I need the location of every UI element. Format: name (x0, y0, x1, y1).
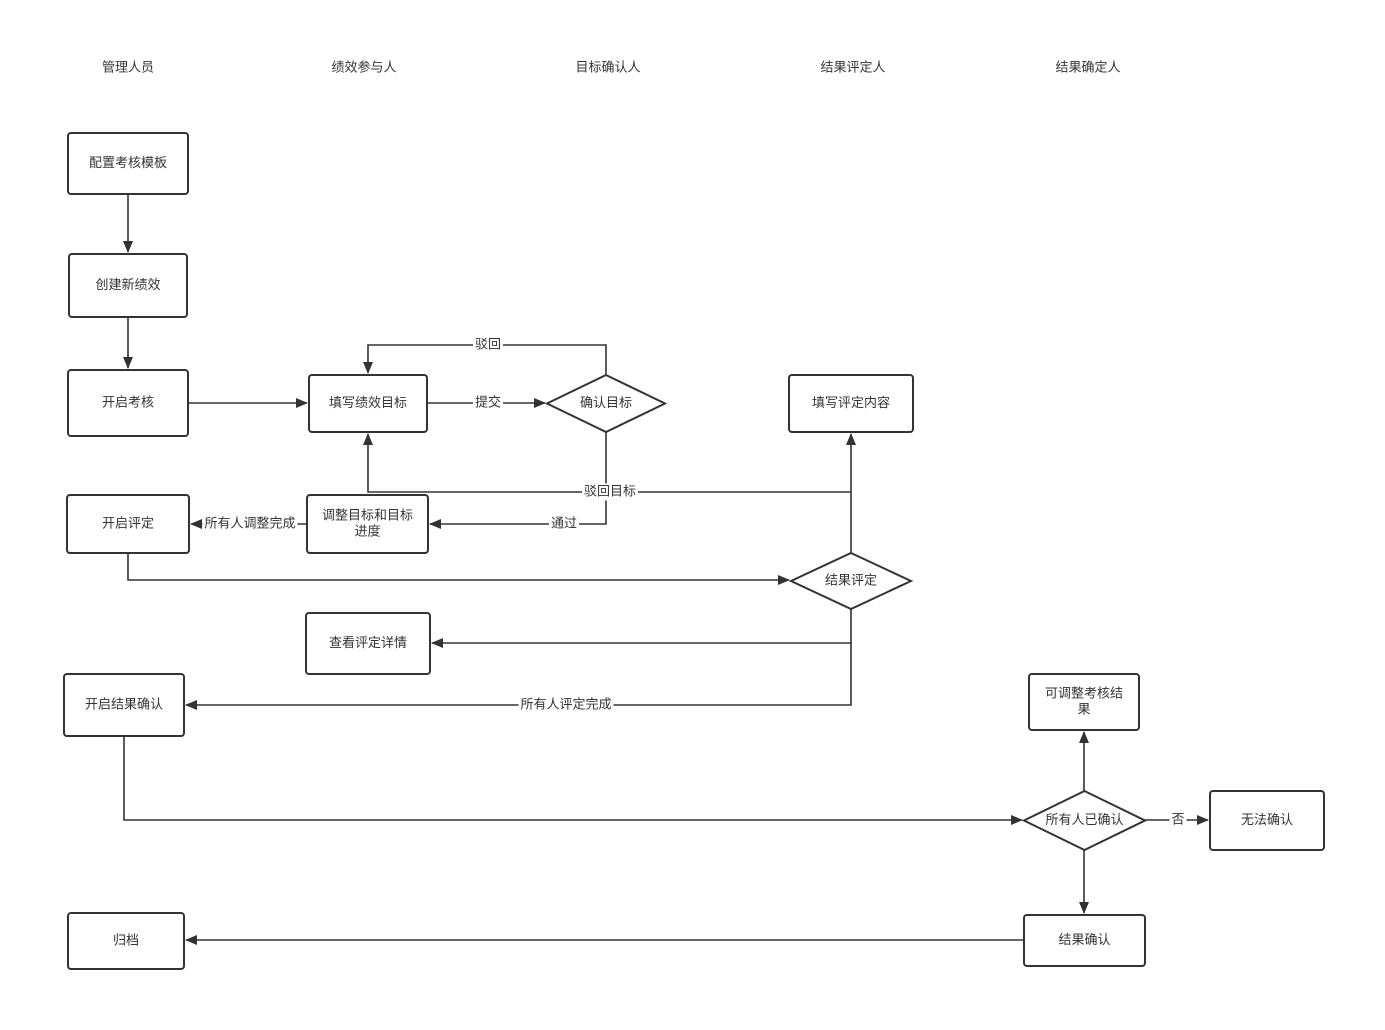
edge-label-e5: 驳回 (472, 336, 504, 354)
node-label: 填写评定内容 (812, 395, 890, 411)
node-n5[interactable]: 确认目标 (544, 373, 668, 434)
process-box (67, 912, 185, 970)
node-n1[interactable]: 配置考核模板 (67, 132, 189, 195)
edge-label-background (472, 336, 504, 354)
edge-label-background (581, 483, 639, 501)
swimlane-headers: 管理人员 绩效参与人 目标确认人 结果评定人 结果确定人 (102, 60, 1121, 76)
edge-n9-to-n4 (363, 433, 851, 493)
edge-label-e15: 否 (1169, 811, 1187, 829)
process-box (788, 374, 914, 433)
edge-label-text: 驳回 (475, 338, 501, 353)
edges (123, 194, 1209, 945)
decision-diamond (1021, 789, 1148, 852)
process-box (67, 132, 189, 195)
edge-label-e10: 驳回目标 (581, 483, 639, 501)
node-label: 开启考核 (102, 396, 154, 411)
node-label: 填写绩效目标 (329, 396, 407, 411)
process-box (63, 673, 185, 737)
process-box (308, 374, 428, 433)
edge-label-text: 驳回目标 (584, 485, 636, 500)
edge-label-text: 提交 (475, 395, 501, 411)
node-label: 结果评定 (825, 574, 877, 589)
edge-label-background (548, 515, 580, 533)
node-n13[interactable]: 所有人已确认 (1021, 789, 1148, 852)
decision-diamond (544, 373, 668, 434)
edge-label-background (518, 696, 614, 714)
edge-label-text: 所有人评定完成 (520, 698, 611, 713)
process-box (1023, 914, 1146, 967)
edge-label-text: 通过 (551, 517, 577, 532)
node-n4[interactable]: 填写绩效目标 (308, 374, 428, 433)
node-label: 调整目标和目标 (322, 509, 413, 524)
node-n11[interactable]: 开启结果确认 (63, 673, 185, 737)
lane-header-result-evaluator: 结果评定人 (820, 61, 885, 76)
node-n2[interactable]: 创建新绩效 (68, 253, 188, 318)
node-label: 开启评定 (102, 517, 154, 532)
edge-n9-to-n11 (185, 643, 852, 710)
node-label: 创建新绩效 (95, 277, 160, 293)
process-box (68, 253, 188, 318)
node-n10[interactable]: 查看评定详情 (305, 612, 431, 675)
edge-label-background (472, 393, 504, 412)
node-label: 归档 (113, 934, 139, 949)
node-n16[interactable]: 归档 (67, 912, 185, 970)
process-box (305, 612, 431, 675)
edge-label-e4: 提交 (472, 393, 504, 412)
edge-n11-to-n13 (123, 736, 1023, 825)
edge-n5-to-n8 (429, 432, 607, 529)
node-label: 可调整考核结 (1045, 687, 1123, 702)
node-label: 开启结果确认 (85, 698, 163, 713)
node-label: 查看评定详情 (329, 635, 407, 651)
lane-header-admin: 管理人员 (102, 61, 154, 76)
edge-label-text: 所有人调整完成 (204, 517, 295, 532)
node-n7[interactable]: 开启评定 (66, 494, 190, 554)
node-n14[interactable]: 无法确认 (1209, 790, 1325, 851)
process-box (1209, 790, 1325, 851)
node-label: 无法确认 (1241, 813, 1293, 828)
node-label: 所有人已确认 (1045, 813, 1123, 828)
process-box (67, 369, 189, 437)
node-n15[interactable]: 结果确认 (1023, 914, 1146, 967)
edge-n7-to-n9 (127, 553, 790, 585)
node-label: 配置考核模板 (89, 156, 167, 171)
node-label: 果 (1077, 703, 1090, 718)
decision-diamond (788, 551, 914, 611)
node-n3[interactable]: 开启考核 (67, 369, 189, 437)
edge-label-background (202, 515, 298, 533)
lane-header-participant: 绩效参与人 (331, 60, 396, 76)
process-box (66, 494, 190, 554)
node-n6[interactable]: 填写评定内容 (788, 374, 914, 433)
lane-header-goal-confirmer: 目标确认人 (575, 61, 640, 76)
lane-header-result-confirmer: 结果确定人 (1055, 61, 1120, 76)
node-label: 结果确认 (1058, 933, 1110, 948)
process-box (306, 494, 429, 554)
edge-label-e12: 所有人评定完成 (518, 696, 614, 714)
edge-label-e7: 所有人调整完成 (202, 515, 298, 533)
edge-n9-to-n10 (431, 609, 852, 648)
node-label: 进度 (354, 524, 380, 540)
edge-label-text: 否 (1171, 813, 1184, 828)
node-label: 确认目标 (580, 396, 632, 411)
node-n9[interactable]: 结果评定 (788, 551, 914, 611)
edge-label-e6: 通过 (548, 515, 580, 533)
process-box (1028, 673, 1140, 731)
edge-label-background (1169, 811, 1187, 829)
